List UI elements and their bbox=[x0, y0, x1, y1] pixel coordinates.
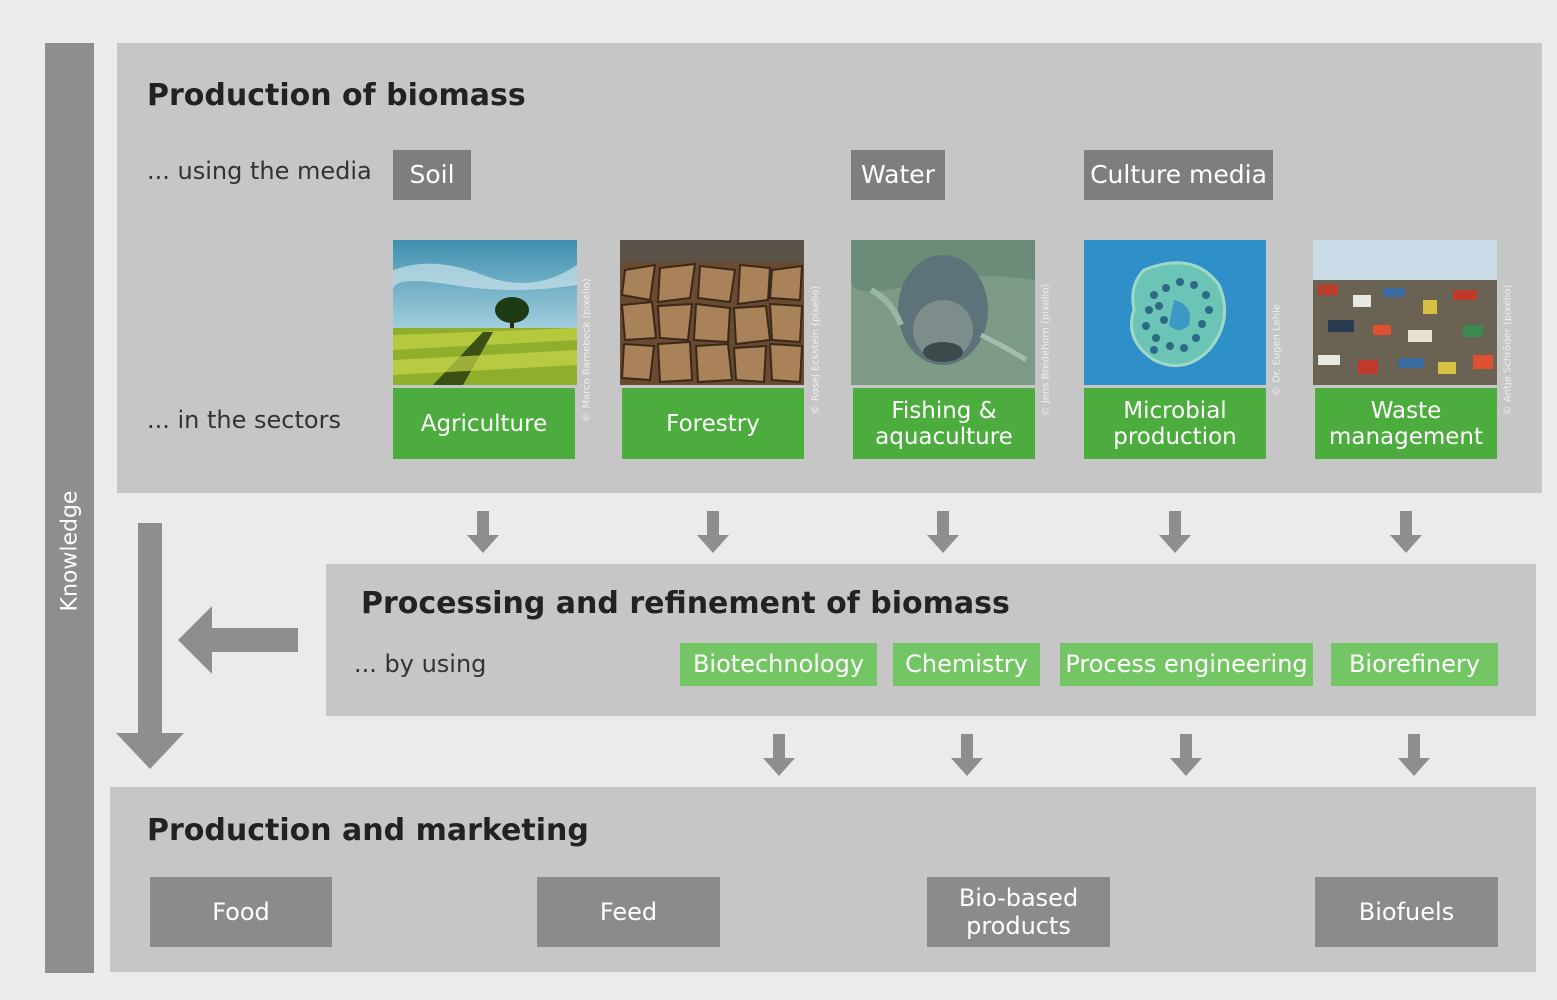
photo-credit: © Jens Bredehorn (pixelio) bbox=[1038, 240, 1054, 460]
photo-credit-text: © Rosel Eckstein (pixelio) bbox=[810, 285, 822, 415]
photo-credit: © Antje Schröder (pixelio) bbox=[1500, 240, 1516, 460]
down-arrow-icon bbox=[1396, 734, 1432, 776]
sector-waste: Waste management bbox=[1315, 388, 1497, 459]
media-culture: Culture media bbox=[1084, 150, 1273, 200]
waste-photo bbox=[1313, 240, 1497, 385]
product-biofuels: Biofuels bbox=[1315, 877, 1498, 947]
sector-forestry-label: Forestry bbox=[666, 410, 760, 437]
down-arrow-icon bbox=[1168, 734, 1204, 776]
sector-microbial: Microbial production bbox=[1084, 388, 1266, 459]
down-arrow-icon bbox=[925, 511, 961, 553]
left-arrow-icon bbox=[178, 606, 300, 674]
down-arrow-icon bbox=[1157, 511, 1193, 553]
down-arrow-icon bbox=[761, 734, 797, 776]
processing-prefix: ... by using bbox=[354, 650, 487, 678]
marketing-panel bbox=[110, 787, 1536, 972]
production-heading: Production of biomass bbox=[147, 78, 526, 113]
marketing-heading: Production and marketing bbox=[147, 813, 589, 848]
photo-credit-text: © Marco Barnebeck (pixelio) bbox=[581, 278, 593, 422]
media-water: Water bbox=[851, 150, 945, 200]
sectors-prefix: ... in the sectors bbox=[147, 406, 341, 434]
down-arrow-icon bbox=[949, 734, 985, 776]
sector-fishing: Fishing & aquaculture bbox=[853, 388, 1035, 459]
microbial-photo bbox=[1084, 240, 1266, 385]
sector-agriculture-label: Agriculture bbox=[420, 410, 548, 437]
photo-credit: © Marco Barnebeck (pixelio) bbox=[579, 240, 595, 460]
processing-panel bbox=[326, 564, 1536, 716]
media-soil: Soil bbox=[393, 150, 471, 200]
media-prefix: ... using the media bbox=[147, 157, 372, 185]
processing-heading: Processing and refinement of biomass bbox=[361, 586, 1010, 621]
down-arrow-icon bbox=[1388, 511, 1424, 553]
product-feed-label: Feed bbox=[599, 898, 658, 926]
sector-agriculture: Agriculture bbox=[393, 388, 575, 459]
product-bio-based-label: Bio-based products bbox=[958, 884, 1079, 940]
product-food-label: Food bbox=[212, 898, 270, 926]
method-process-engineering: Process engineering bbox=[1060, 643, 1313, 686]
method-biotechnology: Biotechnology bbox=[680, 643, 877, 686]
agriculture-photo bbox=[393, 240, 577, 385]
sector-waste-label: Waste management bbox=[1328, 397, 1484, 450]
photo-credit-text: © Dr. Eugen Lehle bbox=[1271, 304, 1283, 396]
method-biorefinery: Biorefinery bbox=[1331, 643, 1498, 686]
product-biofuels-label: Biofuels bbox=[1358, 898, 1455, 926]
photo-credit-text: © Antje Schröder (pixelio) bbox=[1502, 284, 1514, 416]
photo-credit: © Dr. Eugen Lehle bbox=[1269, 240, 1285, 460]
down-arrow-icon bbox=[465, 511, 501, 553]
photo-credit-text: © Jens Bredehorn (pixelio) bbox=[1040, 283, 1052, 417]
photo-credit: © Rosel Eckstein (pixelio) bbox=[808, 240, 824, 460]
method-chemistry: Chemistry bbox=[893, 643, 1040, 686]
down-arrow-icon bbox=[695, 511, 731, 553]
product-feed: Feed bbox=[537, 877, 720, 947]
knowledge-label: Knowledge bbox=[57, 490, 82, 612]
sector-microbial-label: Microbial production bbox=[1113, 397, 1237, 450]
sector-fishing-label: Fishing & aquaculture bbox=[875, 397, 1013, 450]
fishing-photo bbox=[851, 240, 1035, 385]
big-down-arrow-icon bbox=[114, 523, 186, 769]
production-panel bbox=[117, 43, 1542, 493]
knowledge-bar: Knowledge bbox=[45, 43, 94, 973]
product-bio-based: Bio-based products bbox=[927, 877, 1110, 947]
forestry-photo bbox=[620, 240, 804, 385]
sector-forestry: Forestry bbox=[622, 388, 804, 459]
product-food: Food bbox=[150, 877, 332, 947]
